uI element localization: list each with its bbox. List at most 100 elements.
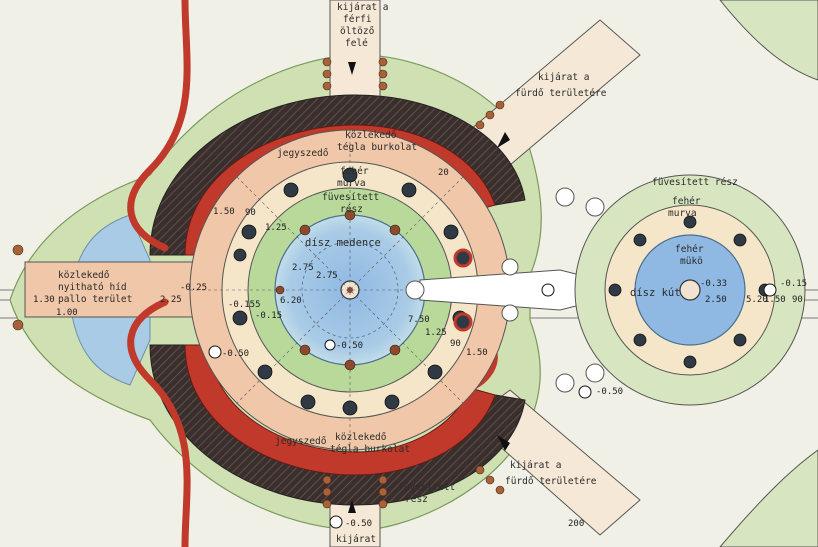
svg-text:férfi: férfi bbox=[343, 14, 372, 25]
svg-text:1.00: 1.00 bbox=[56, 308, 78, 318]
label-exit-lower: kijárat bbox=[336, 534, 376, 545]
svg-text:-0.50: -0.50 bbox=[596, 387, 623, 397]
svg-text:1.30: 1.30 bbox=[33, 295, 55, 305]
svg-text:-0.50: -0.50 bbox=[345, 519, 372, 529]
svg-text:-0.15: -0.15 bbox=[780, 279, 807, 289]
svg-text:90: 90 bbox=[450, 339, 461, 349]
svg-text:közlekedő: közlekedő bbox=[58, 270, 110, 281]
svg-text:fürdő területére: fürdő területére bbox=[515, 88, 607, 99]
label-entrance-4: felé bbox=[345, 38, 368, 49]
svg-text:füvesített: füvesített bbox=[322, 192, 379, 203]
dim-r050: -0.50 bbox=[596, 387, 623, 397]
label-entrance-3: öltöző bbox=[340, 26, 375, 37]
dim-r150: 1.50 bbox=[764, 295, 786, 305]
label-paving-bottom-1: közlekedő bbox=[335, 432, 387, 443]
dim-r520: 5.20 bbox=[746, 295, 768, 305]
svg-text:dísz medence: dísz medence bbox=[305, 237, 381, 249]
svg-text:90: 90 bbox=[792, 295, 803, 305]
dim-150a: 1.50 bbox=[213, 207, 235, 217]
dim-150b: 1.50 bbox=[466, 348, 488, 358]
svg-text:jegyszedő: jegyszedő bbox=[277, 148, 329, 159]
label-left-entry-2: nyitható híd bbox=[58, 282, 127, 293]
svg-text:-0.155: -0.155 bbox=[228, 300, 261, 310]
label-lawn-2: rész bbox=[340, 204, 363, 215]
top-entry-path bbox=[329, 0, 381, 101]
svg-text:fürdő területére: fürdő területére bbox=[505, 476, 597, 487]
svg-text:90: 90 bbox=[245, 208, 256, 218]
dim-125b: 1.25 bbox=[425, 328, 447, 338]
label-exit-bottom-2: fürdő területére bbox=[505, 476, 597, 487]
svg-text:kijárat: kijárat bbox=[336, 534, 376, 545]
svg-text:kijárat a: kijárat a bbox=[538, 72, 589, 83]
pool-inner-ring bbox=[301, 241, 399, 339]
dim-w200: 200 bbox=[568, 519, 584, 529]
svg-text:pallo terület: pallo terület bbox=[58, 294, 132, 305]
svg-text:kijárat a: kijárat a bbox=[510, 460, 561, 471]
dim-90b: 90 bbox=[450, 339, 461, 349]
svg-text:fehér: fehér bbox=[340, 166, 369, 177]
svg-text:-0.15: -0.15 bbox=[255, 311, 282, 321]
svg-text:közlekedő: közlekedő bbox=[345, 130, 397, 141]
svg-text:közlekedő: közlekedő bbox=[335, 432, 387, 443]
svg-text:tégla burkolat: tégla burkolat bbox=[330, 444, 410, 455]
trees-right-ring bbox=[608, 215, 772, 369]
label-entrance-1: kijárat a bbox=[337, 2, 388, 13]
dim-050b: -0.50 bbox=[345, 519, 372, 529]
label-lawn-1: füvesített bbox=[322, 192, 379, 203]
dim-025: -0.25 bbox=[180, 283, 207, 293]
trees-gravel-ring bbox=[232, 167, 468, 416]
svg-text:6.20: 6.20 bbox=[280, 296, 302, 306]
svg-text:-0.50: -0.50 bbox=[222, 349, 249, 359]
dim-w20: 20 bbox=[438, 168, 449, 178]
shrubs-inner bbox=[275, 209, 401, 371]
level-markers bbox=[208, 283, 777, 529]
svg-text:fehér: fehér bbox=[675, 244, 704, 255]
svg-text:2.50: 2.50 bbox=[705, 295, 727, 305]
svg-text:1.50: 1.50 bbox=[764, 295, 786, 305]
dim-015: -0.15 bbox=[255, 311, 282, 321]
svg-text:füvesített: füvesített bbox=[398, 482, 455, 493]
right-well bbox=[679, 279, 701, 301]
label-gravel-2: murva bbox=[337, 178, 366, 189]
dim-r90: 90 bbox=[792, 295, 803, 305]
dim-620: 6.20 bbox=[280, 296, 302, 306]
label-gravel-1: fehér bbox=[340, 166, 369, 177]
svg-text:2.75: 2.75 bbox=[316, 271, 338, 281]
white-bollards bbox=[501, 187, 605, 393]
dim-225: 2.25 bbox=[160, 295, 182, 305]
svg-text:-0.33: -0.33 bbox=[700, 279, 727, 289]
label-ticket-top: jegyszedő bbox=[277, 148, 329, 159]
dim-125a: 1.25 bbox=[265, 223, 287, 233]
svg-text:1.25: 1.25 bbox=[265, 223, 287, 233]
label-exit-bottom-1: kijárat a bbox=[510, 460, 561, 471]
svg-text:fehér: fehér bbox=[672, 196, 701, 207]
label-paving-top-1: közlekedő bbox=[345, 130, 397, 141]
svg-text:felé: felé bbox=[345, 38, 368, 49]
label-paving-top-2: tégla burkolat bbox=[337, 142, 417, 153]
label-paving-bottom-2: tégla burkolat bbox=[330, 444, 410, 455]
svg-text:200: 200 bbox=[568, 519, 584, 529]
svg-text:dísz kút: dísz kút bbox=[630, 287, 681, 299]
dimension-labels: 1.50 90 1.25 1.50 90 1.25 2.75 6.20 2.75… bbox=[33, 168, 807, 529]
connector-knob bbox=[405, 280, 425, 300]
svg-text:öltöző: öltöző bbox=[340, 26, 375, 37]
svg-text:-0.50: -0.50 bbox=[336, 341, 363, 351]
svg-text:mükö: mükö bbox=[680, 256, 703, 267]
labels: kijárat a férfi öltöző felé kijárat a fü… bbox=[58, 2, 738, 545]
dim-90a: 90 bbox=[245, 208, 256, 218]
label-exit-top-1: kijárat a bbox=[538, 72, 589, 83]
svg-text:1.50: 1.50 bbox=[213, 207, 235, 217]
svg-text:jegyszedő: jegyszedő bbox=[275, 436, 327, 447]
svg-text:2.25: 2.25 bbox=[160, 295, 182, 305]
svg-text:rész: rész bbox=[405, 494, 428, 505]
svg-text:20: 20 bbox=[438, 168, 449, 178]
svg-text:1.50: 1.50 bbox=[466, 348, 488, 358]
label-decor-pool: dísz medence bbox=[305, 237, 381, 249]
label-right-mosaic-1: fehér bbox=[675, 244, 704, 255]
svg-text:murva: murva bbox=[337, 178, 366, 189]
label-right-gravel-2: murva bbox=[668, 208, 697, 219]
label-left-entry-1: közlekedő bbox=[58, 270, 110, 281]
dim-130: 1.30 bbox=[33, 295, 55, 305]
dim-275b: 2.75 bbox=[316, 271, 338, 281]
